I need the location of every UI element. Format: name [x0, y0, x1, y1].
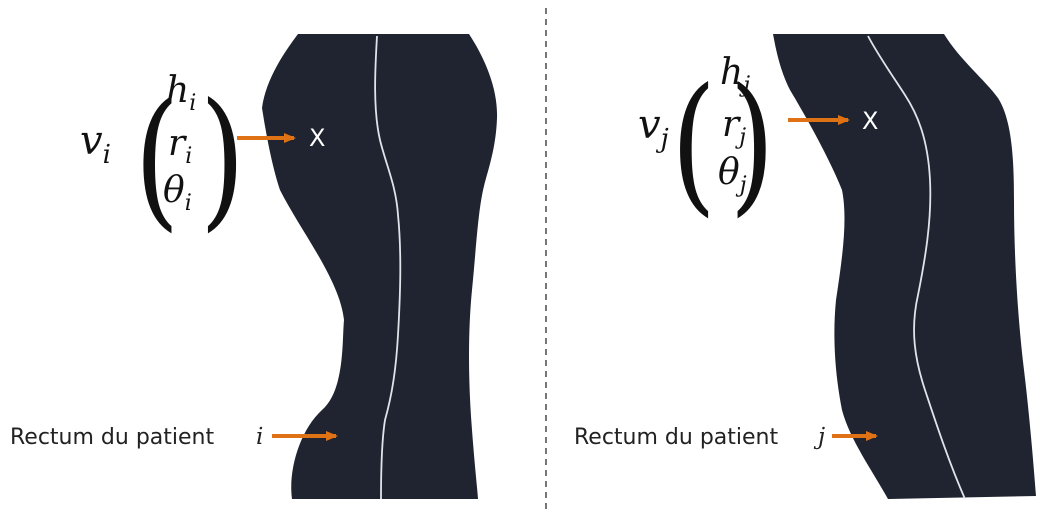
vector-label-i: vi	[80, 118, 111, 170]
vector-components-j: ( ) hj rj θj	[671, 52, 775, 231]
component-theta: θi	[163, 170, 192, 216]
caption-var-i: i	[256, 424, 263, 450]
vector-name: v	[638, 102, 661, 148]
component-r: ri	[168, 123, 192, 169]
vector-label-j: vj	[638, 102, 669, 154]
right-panel: vj ( ) hj rj θj X Rectum du patient j	[574, 34, 1036, 499]
point-mark-j: X	[862, 107, 878, 135]
caption-i: Rectum du patient i	[10, 424, 263, 450]
caption-text-j: Rectum du patient	[574, 425, 778, 450]
rectum-shape-j	[773, 34, 1036, 499]
left-paren: (	[671, 56, 717, 231]
vector-name: v	[80, 118, 103, 164]
caption-j: Rectum du patient j	[574, 424, 825, 450]
svg-text:vi: vi	[80, 118, 111, 170]
component-h: hi	[166, 70, 196, 116]
vector-subscript: i	[103, 140, 111, 170]
caption-text-i: Rectum du patient	[10, 425, 214, 450]
point-mark-i: X	[309, 124, 325, 152]
rectum-shape-i	[262, 34, 497, 499]
vector-components-i: ( ) hi ri θi	[134, 70, 245, 246]
caption-var-j: j	[813, 424, 825, 450]
svg-text:vj: vj	[638, 102, 669, 154]
right-paren: )	[200, 71, 246, 246]
left-panel: vi ( ) hi ri θi X Rectum du patient i	[10, 34, 497, 499]
